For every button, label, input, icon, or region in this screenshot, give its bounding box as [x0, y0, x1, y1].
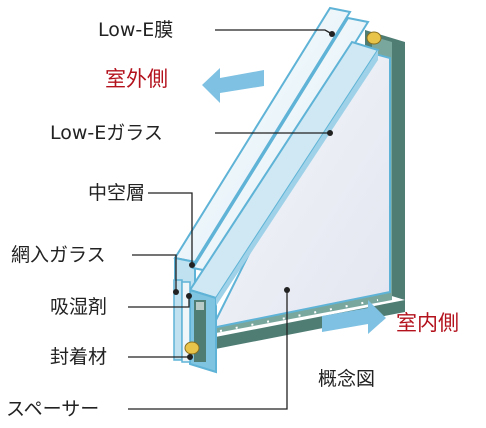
inner-glass-pane — [188, 40, 391, 374]
leader-desiccant — [128, 296, 190, 308]
label-low-e-glass: Low-Eガラス — [50, 122, 163, 144]
leader-air-layer — [148, 192, 193, 265]
label-air-layer: 中空層 — [88, 182, 146, 204]
outdoor-arrow — [202, 68, 264, 103]
leader-wired-glass — [132, 254, 177, 292]
label-wired-glass: 網入ガラス — [11, 244, 106, 266]
label-desiccant: 吸湿剤 — [50, 296, 108, 318]
label-outdoor: 室外側 — [105, 67, 168, 91]
label-low-e-film: Low-E膜 — [98, 19, 174, 41]
leader-lines — [128, 29, 333, 410]
leader-dots — [173, 31, 335, 360]
label-concept: 概念図 — [318, 368, 376, 390]
label-spacer: スペーサー — [6, 398, 100, 420]
label-sealant: 封着材 — [50, 346, 108, 368]
indoor-arrow — [322, 300, 386, 334]
sealant-blobs — [184, 31, 382, 355]
leader-spacer — [128, 290, 288, 410]
label-indoor: 室内側 — [396, 311, 459, 335]
